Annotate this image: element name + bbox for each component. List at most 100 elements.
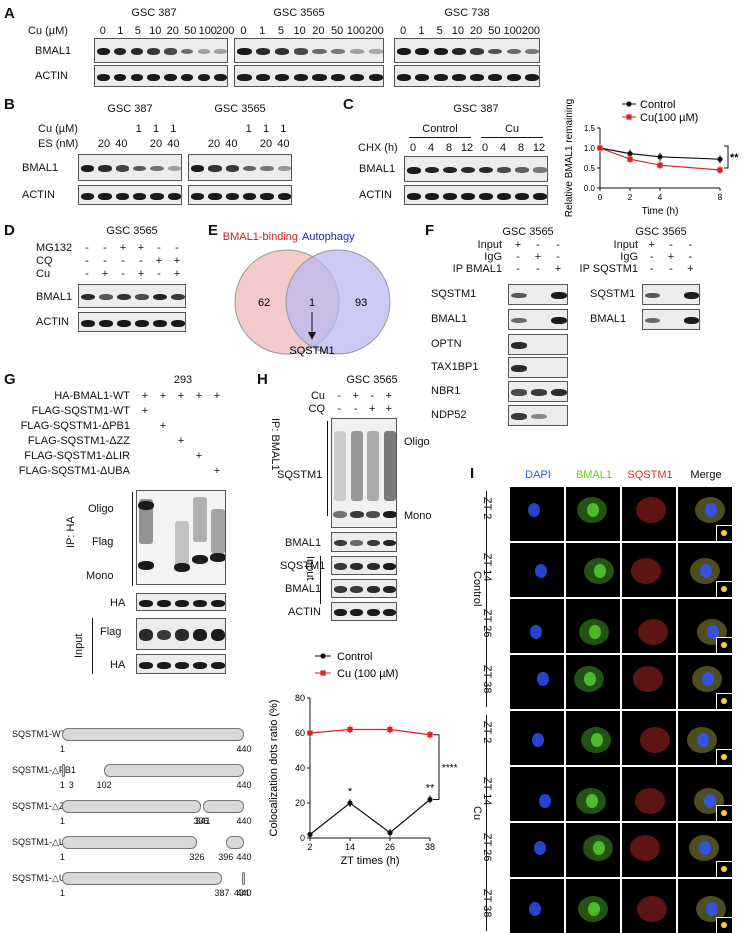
coloc-dot	[721, 866, 727, 872]
sign: -	[353, 403, 358, 415]
nucleus	[705, 503, 717, 517]
es-value: 20	[207, 138, 221, 150]
row-label-actin: ACTIN	[22, 189, 55, 201]
micrograph	[510, 767, 564, 821]
micrograph	[566, 599, 620, 653]
band	[225, 192, 239, 200]
domain-name: SQSTM1-△ZZ	[12, 801, 70, 811]
series-line-0	[309, 799, 431, 835]
band	[533, 192, 547, 200]
sign: +	[141, 405, 149, 417]
band	[193, 629, 207, 641]
cell-line-d: GSC 3565	[106, 225, 158, 237]
dose-label: 1	[259, 25, 266, 37]
x-axis-label: ZT times (h)	[340, 855, 399, 867]
dose-label: 0	[99, 25, 106, 37]
dose-label: 200	[365, 25, 384, 37]
data-point	[347, 726, 353, 733]
blot-f-optn	[508, 334, 568, 355]
group-control: Control	[471, 571, 483, 607]
smear	[383, 431, 396, 501]
sign-row: IP SQSTM1	[579, 263, 638, 275]
y-tick-label: 20	[295, 798, 305, 808]
channel-bmal1: BMAL1	[575, 469, 613, 481]
cell-line-g: 293	[173, 374, 193, 386]
nucleus	[589, 625, 601, 639]
band	[113, 48, 127, 55]
row-label-nbr1: NBR1	[431, 385, 461, 397]
band	[157, 661, 171, 669]
micrograph	[678, 879, 732, 933]
band	[349, 49, 364, 54]
x-axis-label: Time (h)	[642, 206, 679, 217]
bmal1-blot-0	[94, 38, 228, 63]
sign-row: CQ	[308, 403, 326, 415]
sign-row-mg132: MG132	[36, 242, 73, 254]
band	[81, 165, 95, 172]
cell-line-b-0: GSC 387	[107, 103, 153, 115]
band	[211, 629, 225, 641]
nucleus	[539, 794, 551, 808]
sign: -	[175, 242, 179, 254]
band	[147, 48, 160, 55]
data-point	[427, 732, 433, 738]
band	[237, 48, 252, 55]
ha-blot-ip	[136, 593, 226, 611]
row-label-bmal1: BMAL1	[36, 291, 73, 303]
sign: +	[159, 420, 167, 432]
ip-ha-label: IP: HA	[65, 516, 77, 548]
band	[443, 166, 457, 174]
band	[366, 586, 380, 593]
y-axis-label: Relative BMAL1 remaining	[564, 99, 575, 217]
sig-bracket	[433, 734, 440, 800]
time-label: 12	[460, 142, 474, 154]
micrograph	[510, 599, 564, 653]
domain-segment	[203, 800, 244, 813]
ip-bmal1-label: IP: BMAL1	[269, 418, 281, 471]
sign: +	[177, 435, 185, 447]
dose-label: 100	[198, 25, 217, 37]
domain-pos-label: 387	[214, 888, 230, 898]
sign: +	[137, 268, 145, 280]
sign: -	[157, 268, 161, 280]
significance: ****	[442, 763, 458, 774]
sig-bracket	[724, 145, 729, 169]
time-label: 4	[427, 142, 435, 154]
legend-marker	[626, 114, 632, 120]
channel-dapi: DAPI	[525, 469, 551, 481]
x-tick-label: 4	[658, 193, 663, 202]
dose-label: 20	[470, 25, 483, 37]
domain-pos-label: 1	[59, 816, 65, 826]
micrograph	[622, 599, 676, 653]
es-value: 40	[115, 138, 128, 150]
micrograph	[510, 823, 564, 877]
sign: -	[139, 255, 143, 267]
cu-value: 1	[135, 123, 142, 135]
smear	[350, 431, 363, 501]
micrograph	[510, 711, 564, 765]
sign: -	[85, 242, 89, 254]
y-tick-label: 80	[295, 693, 305, 703]
cell-line-h: GSC 3565	[346, 374, 398, 386]
band	[153, 319, 167, 327]
domain-pos-label: 440	[236, 888, 252, 898]
sign-row: Input	[477, 239, 502, 251]
sqstm1-input-label: SQSTM1	[280, 560, 326, 572]
data-point	[717, 156, 723, 162]
series-line-1	[309, 728, 431, 736]
sign-row: Cu	[310, 390, 325, 402]
dose-label: 200	[521, 25, 541, 37]
coloc-dot	[721, 586, 727, 592]
domain-pos-label: 1	[59, 888, 65, 898]
domain-name: SQSTM1-△LIR	[12, 837, 73, 847]
cytoplasm	[631, 558, 661, 584]
nucleus	[706, 902, 718, 916]
group-control: Control	[422, 123, 458, 135]
inset	[716, 861, 732, 877]
domain-name: SQSTM1-△UBA	[12, 873, 78, 883]
band	[368, 73, 383, 81]
nucleus	[534, 841, 546, 855]
band	[81, 293, 95, 301]
panel-letter-d: D	[4, 222, 15, 239]
